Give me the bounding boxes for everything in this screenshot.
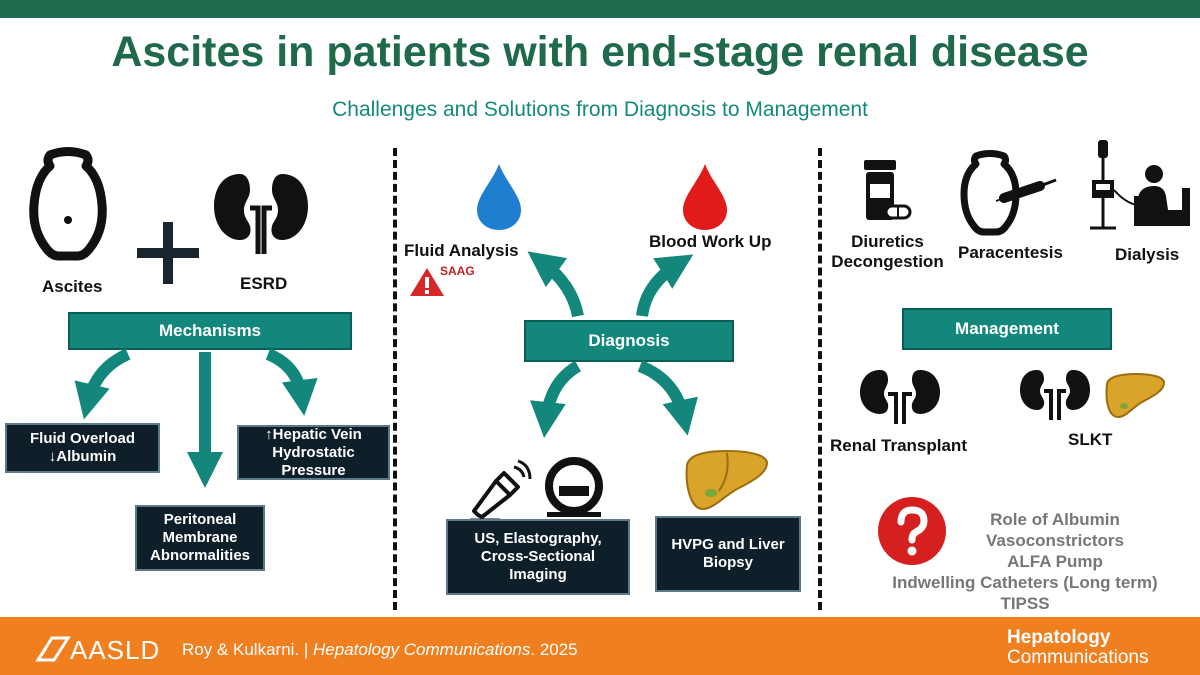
paracentesis-icon bbox=[960, 150, 1057, 236]
ct-scanner-icon bbox=[545, 457, 603, 517]
arrow-to-hepatic-vein bbox=[265, 348, 318, 416]
hvpg-line1: HVPG and Liver bbox=[671, 536, 785, 553]
fluid-overload-line1: Fluid Overload bbox=[29, 430, 135, 447]
kidneys-transplant-icon bbox=[860, 370, 940, 424]
aasld-logo: AASLD bbox=[70, 635, 161, 665]
imaging-box: US, Elastography, Cross-Sectional Imagin… bbox=[446, 519, 630, 595]
journal-logo: Hepatology Communications bbox=[1007, 628, 1149, 668]
management-box: Management bbox=[902, 308, 1112, 350]
esrd-label: ESRD bbox=[240, 274, 288, 293]
diuretics-line2: Decongestion bbox=[831, 252, 944, 271]
ultrasound-probe-icon bbox=[470, 459, 532, 522]
divider-left bbox=[393, 148, 397, 610]
pill-bottle-icon bbox=[864, 160, 912, 220]
paracentesis-label: Paracentesis bbox=[958, 243, 1063, 262]
page-subtitle: Challenges and Solutions from Diagnosis … bbox=[332, 98, 868, 121]
question-item: Indwelling Catheters (Long term) bbox=[892, 573, 1158, 592]
hvpg-box: HVPG and Liver Biopsy bbox=[655, 516, 801, 592]
fluid-overload-line2: ↓Albumin bbox=[48, 448, 117, 465]
renal-transplant-label: Renal Transplant bbox=[830, 436, 967, 455]
arrow-to-fluid-analysis bbox=[527, 251, 584, 318]
citation: Roy & Kulkarni. | Hepatology Communicati… bbox=[182, 640, 578, 660]
arrow-to-blood-work bbox=[636, 254, 694, 317]
question-item: TIPSS bbox=[1000, 594, 1050, 613]
kidneys-slkt-icon bbox=[1020, 370, 1090, 420]
mechanisms-box: Mechanisms bbox=[68, 312, 352, 350]
peritoneal-line2: Membrane bbox=[162, 529, 238, 546]
hepatic-vein-line1: ↑Hepatic Vein bbox=[265, 425, 362, 443]
saag-label: SAAG bbox=[440, 264, 475, 278]
dialysis-label: Dialysis bbox=[1115, 245, 1180, 264]
ascites-body-icon bbox=[29, 147, 107, 261]
dialysis-icon bbox=[1090, 140, 1190, 230]
top-bar bbox=[0, 0, 1200, 18]
imaging-line3: Imaging bbox=[509, 566, 567, 583]
hepatic-vein-line3: Pressure bbox=[281, 461, 346, 479]
journal-logo-line1: Hepatology bbox=[1007, 627, 1111, 648]
question-item: Role of Albumin bbox=[990, 510, 1120, 529]
imaging-line1: US, Elastography, bbox=[474, 530, 602, 547]
question-item: ALFA Pump bbox=[1007, 552, 1103, 571]
arrow-to-hvpg bbox=[637, 360, 698, 436]
ascites-label: Ascites bbox=[42, 277, 103, 296]
blue-drop-icon bbox=[477, 164, 521, 230]
imaging-line2: Cross-Sectional bbox=[480, 548, 596, 565]
arrow-to-fluid-overload bbox=[74, 348, 131, 420]
fluid-overload-box: Fluid Overload ↓Albumin bbox=[5, 423, 160, 473]
peritoneal-box: Peritoneal Membrane Abnormalities bbox=[135, 505, 265, 571]
hepatic-vein-line2: Hydrostatic bbox=[272, 443, 355, 461]
question-icon bbox=[878, 497, 946, 565]
divider-right bbox=[818, 148, 822, 610]
diagnosis-arrows bbox=[527, 251, 698, 438]
kidneys-icon bbox=[214, 174, 308, 254]
page-title: Ascites in patients with end-stage renal… bbox=[111, 28, 1089, 76]
citation-authors: Roy & Kulkarni. | bbox=[182, 640, 309, 659]
red-drop-icon bbox=[683, 164, 727, 230]
diagnosis-box: Diagnosis bbox=[524, 320, 734, 362]
peritoneal-line1: Peritoneal bbox=[163, 511, 237, 528]
mechanism-arrows bbox=[74, 348, 318, 488]
diuretics-line1: Diuretics bbox=[851, 232, 924, 251]
arrow-to-imaging bbox=[529, 360, 582, 438]
footer-bar bbox=[0, 617, 1200, 675]
warning-icon bbox=[410, 268, 444, 296]
fluid-analysis-label: Fluid Analysis bbox=[404, 241, 519, 260]
blood-work-label: Blood Work Up bbox=[649, 232, 772, 251]
questions-list: Role of Albumin Vasoconstrictors ALFA Pu… bbox=[880, 509, 1170, 614]
peritoneal-line3: Abnormalities bbox=[149, 547, 251, 564]
aasld-logo-icon bbox=[35, 636, 71, 662]
liver-slkt-icon bbox=[1105, 372, 1166, 419]
citation-journal: Hepatology Communications bbox=[313, 640, 531, 659]
diuretics-label: Diuretics Decongestion bbox=[830, 232, 945, 272]
slkt-label: SLKT bbox=[1068, 430, 1113, 449]
question-item: Vasoconstrictors bbox=[986, 531, 1124, 550]
citation-year: . 2025 bbox=[530, 640, 578, 659]
hepatic-vein-box: ↑Hepatic Vein Hydrostatic Pressure bbox=[237, 425, 390, 480]
plus-icon bbox=[137, 222, 199, 284]
hvpg-line2: Biopsy bbox=[702, 554, 753, 571]
liver-icon bbox=[685, 449, 769, 511]
journal-logo-line2: Communications bbox=[1007, 647, 1149, 668]
